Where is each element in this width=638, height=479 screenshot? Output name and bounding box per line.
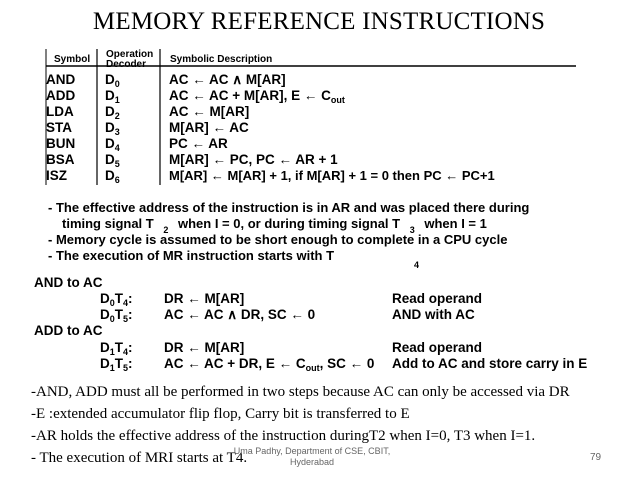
bullet-execution-start: - The execution of MR instruction starts… bbox=[48, 248, 420, 270]
table-row-lda-decoder: D2 bbox=[105, 104, 120, 121]
table-row-lda-desc: AC ← M[AR] bbox=[169, 104, 250, 119]
bullet-memory-cycle: - Memory cycle is assumed to be short en… bbox=[48, 232, 508, 247]
add-row-1-comment: Read operand bbox=[392, 340, 483, 355]
page-number: 79 bbox=[590, 452, 602, 463]
table-row-add-decoder: D1 bbox=[105, 88, 120, 105]
table-row-bsa-decoder: D5 bbox=[105, 152, 120, 169]
add-row-1-op: DR ← M[AR] bbox=[164, 340, 245, 355]
note-mri-start: - The execution of MRI starts at T4. bbox=[31, 450, 248, 466]
and-row-2-op: AC ← AC ∧ DR, SC ← 0 bbox=[164, 307, 316, 322]
and-row-2-comment: AND with AC bbox=[392, 307, 475, 322]
table-row-bsa-symbol: BSA bbox=[46, 152, 75, 167]
and-row-1-op: DR ← M[AR] bbox=[164, 291, 245, 306]
table-row-bun-desc: PC ← AR bbox=[169, 136, 228, 151]
note-ar-holds: -AR holds the effective address of the i… bbox=[31, 428, 536, 444]
table-row-isz-decoder: D6 bbox=[105, 168, 120, 185]
add-heading: ADD to AC bbox=[34, 323, 103, 338]
table-row-add-symbol: ADD bbox=[46, 88, 76, 103]
note-two-steps: -AND, ADD must all be performed in two s… bbox=[31, 384, 570, 400]
table-row-sta-symbol: STA bbox=[46, 120, 72, 135]
table-row-add-desc: AC ← AC + M[AR], E ← Cout bbox=[169, 88, 345, 105]
instruction-table: Symbol Operation Decoder Symbolic Descri… bbox=[44, 47, 578, 187]
note-extended-accumulator: -E :extended accumulator flip flop, Carr… bbox=[31, 406, 410, 422]
table-row-bun-symbol: BUN bbox=[46, 136, 76, 151]
table-row-lda-symbol: LDA bbox=[46, 104, 74, 119]
table-row-bsa-desc: M[AR] ← PC, PC ← AR + 1 bbox=[169, 152, 338, 167]
add-row-2-ctrl: D1T5: bbox=[100, 356, 133, 373]
table-row-sta-desc: M[AR] ← AC bbox=[169, 120, 249, 135]
add-row-1-ctrl: D1T4: bbox=[100, 340, 133, 357]
and-row-1-ctrl: D0T4: bbox=[100, 291, 133, 308]
table-row-sta-decoder: D3 bbox=[105, 120, 120, 137]
table-row-bun-decoder: D4 bbox=[105, 136, 120, 153]
slide-title: MEMORY REFERENCE INSTRUCTIONS bbox=[92, 8, 546, 35]
table-row-and-desc: AC ← AC ∧ M[AR] bbox=[169, 72, 286, 87]
table-row-isz-symbol: ISZ bbox=[46, 168, 68, 183]
add-row-2-op: AC ← AC + DR, E ← Cout, SC ← 0 bbox=[164, 356, 375, 373]
header-decoder-line1: Operation bbox=[106, 49, 154, 60]
slide-credit: Uma Padhy, Department of CSE, CBIT, Hyde… bbox=[233, 446, 391, 467]
add-row-2-comment: Add to AC and store carry in E bbox=[392, 356, 588, 371]
table-row-and-symbol: AND bbox=[46, 72, 76, 87]
header-decoder-line2: Decoder bbox=[106, 59, 147, 70]
bullet-effective-address: - The effective address of the instructi… bbox=[48, 200, 530, 215]
header-symbol: Symbol bbox=[54, 54, 91, 65]
and-row-2-ctrl: D0T5: bbox=[100, 307, 133, 324]
table-row-and-decoder: D0 bbox=[105, 72, 120, 89]
bullet-timing-line: timing signal T 2 when I = 0, or during … bbox=[62, 216, 487, 235]
and-heading: AND to AC bbox=[34, 275, 103, 290]
header-description: Symbolic Description bbox=[170, 54, 273, 65]
and-row-1-comment: Read operand bbox=[392, 291, 483, 306]
table-row-isz-desc: M[AR] ← M[AR] + 1, if M[AR] + 1 = 0 then… bbox=[169, 168, 495, 183]
table-lines bbox=[45, 49, 576, 185]
